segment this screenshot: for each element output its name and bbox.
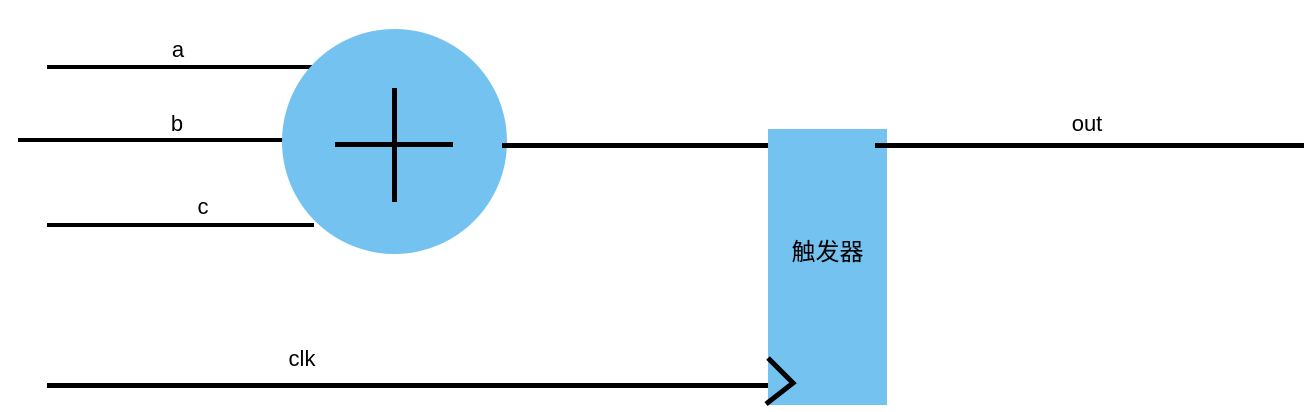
wire-input-c [47, 223, 314, 227]
clock-label: clk [288, 346, 316, 371]
chevron-right-icon [764, 356, 797, 406]
wire-input-b [18, 138, 287, 142]
wire-adder-to-flipflop [502, 143, 772, 148]
input-label-c: c [197, 194, 209, 219]
input-label-b: b [170, 111, 184, 136]
flipflop-rect [768, 129, 887, 405]
wire-output [875, 143, 1304, 148]
adder-circle [282, 29, 507, 254]
input-label-a: a [171, 37, 185, 62]
wire-clock [47, 383, 768, 388]
flipflop-label: 触发器 [791, 239, 864, 266]
output-label: out [1071, 111, 1103, 136]
wire-input-a [47, 65, 314, 69]
plus-icon-horizontal-bar [335, 142, 453, 147]
